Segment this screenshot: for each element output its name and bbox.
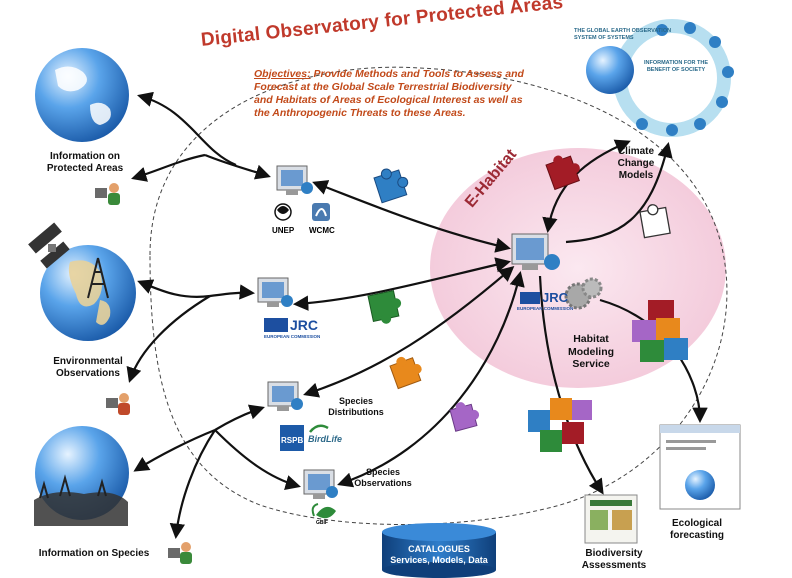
geoss-ring-icon <box>586 19 734 137</box>
puzzle-blue-icon <box>373 168 409 204</box>
user-icon-species <box>168 542 192 564</box>
habitat-modeling-gears-icon <box>564 277 603 310</box>
computer-unep-icon <box>276 165 313 195</box>
puzzle-green-icon <box>367 290 402 324</box>
observatory-boundary <box>149 66 728 525</box>
objectives-text: Objectives: Provide Methods and Tools to… <box>254 68 524 120</box>
puzzle-purple-icon <box>449 402 480 432</box>
computer-species-obs-icon <box>303 469 338 499</box>
wcmc-logo-text: WCMC <box>309 226 335 235</box>
label-habitat-modeling-service: Habitat Modeling Service <box>567 333 615 370</box>
jrc-commission-text: EUROPEAN COMMISSION <box>264 334 321 339</box>
jrc-logo-text: JRC <box>290 317 319 333</box>
puzzle-orange-icon <box>389 356 422 390</box>
arrow-env-to-user <box>126 295 211 383</box>
unep-logo-icon <box>274 203 292 221</box>
arrow-hub-to-species-obs <box>337 271 525 488</box>
label-protected-areas: Information on Protected Areas <box>46 151 124 174</box>
puzzle-cluster-biodiversity-icon <box>528 398 592 452</box>
gbif-logo-text: GBIF <box>316 520 328 526</box>
eu-flag-jrc-icon <box>264 292 540 332</box>
arrow-species-to-globe <box>133 428 216 472</box>
objectives-label: Objectives: <box>254 68 311 80</box>
arrow-species-to-dist <box>214 404 265 431</box>
objectives-body: Provide Methods and Tools to Assess and … <box>254 68 524 119</box>
catalogues-label: CATALOGUES Services, Models, Data <box>380 544 498 566</box>
label-species-distributions: Species Distributions <box>328 396 384 417</box>
label-species-observations: Species Observations <box>354 467 412 488</box>
arrow-species-to-obs <box>214 429 301 491</box>
puzzle-red-icon <box>545 155 580 191</box>
jrc-ehabitat-logo-text: JRC <box>542 290 569 305</box>
catalogue-database-icon <box>382 523 496 578</box>
geoss-center-text: INFORMATION FOR THE BENEFIT OF SOCIETY <box>643 60 709 73</box>
arrow-species-to-user <box>169 429 216 540</box>
arrow-env-to-jrc <box>209 284 256 300</box>
label-biodiversity-assessments: Biodiversity Assessments <box>581 548 647 571</box>
unep-logo-text: UNEP <box>272 226 295 235</box>
computer-jrc-icon <box>257 277 293 307</box>
wcmc-logo-icon <box>312 203 330 221</box>
ecological-forecasting-screen-icon <box>659 424 741 510</box>
label-climate-change-models: Climate Change Models <box>617 146 655 181</box>
puzzle-cluster-modeling-icon <box>632 300 688 362</box>
globe-species-icon <box>34 426 129 526</box>
puzzle-white-icon <box>639 204 671 239</box>
satellite-icon <box>28 222 70 269</box>
birdlife-logo-text: BirdLife <box>308 434 343 444</box>
biodiversity-report-icon <box>584 494 638 544</box>
user-icon-environmental <box>106 393 130 415</box>
computer-species-dist-icon <box>267 381 303 411</box>
rspb-logo-icon <box>280 425 304 451</box>
arrow-protected-to-globe <box>137 91 237 167</box>
arrow-hub-to-geoss <box>565 142 673 244</box>
user-icon-protected <box>95 183 120 205</box>
arrow-hub-to-unep <box>312 180 512 253</box>
label-ecological-forecasting: Ecological forecasting <box>670 518 724 541</box>
arrow-unep-computer <box>204 153 271 180</box>
arrow-env-to-globe <box>137 279 211 298</box>
rspb-logo-text: RSPB <box>281 436 304 445</box>
catalogues-subtitle: Services, Models, Data <box>390 555 488 565</box>
label-information-on-species: Information on Species <box>38 548 150 559</box>
birdlife-logo-icon <box>309 424 329 433</box>
arrow-protected-to-user <box>131 153 206 182</box>
gbif-logo-icon <box>311 503 336 519</box>
globe-protected-areas-icon <box>35 48 129 142</box>
radio-tower-icon <box>87 257 109 299</box>
jrc-ehabitat-commission-text: EUROPEAN COMMISSION <box>517 306 574 311</box>
label-environmental-observations: Environmental Observations <box>53 356 123 379</box>
catalogues-title: CATALOGUES <box>408 544 470 554</box>
geoss-title: THE GLOBAL EARTH OBSERVATION SYSTEM OF S… <box>574 28 672 41</box>
computer-ehabitat-icon <box>511 233 560 270</box>
